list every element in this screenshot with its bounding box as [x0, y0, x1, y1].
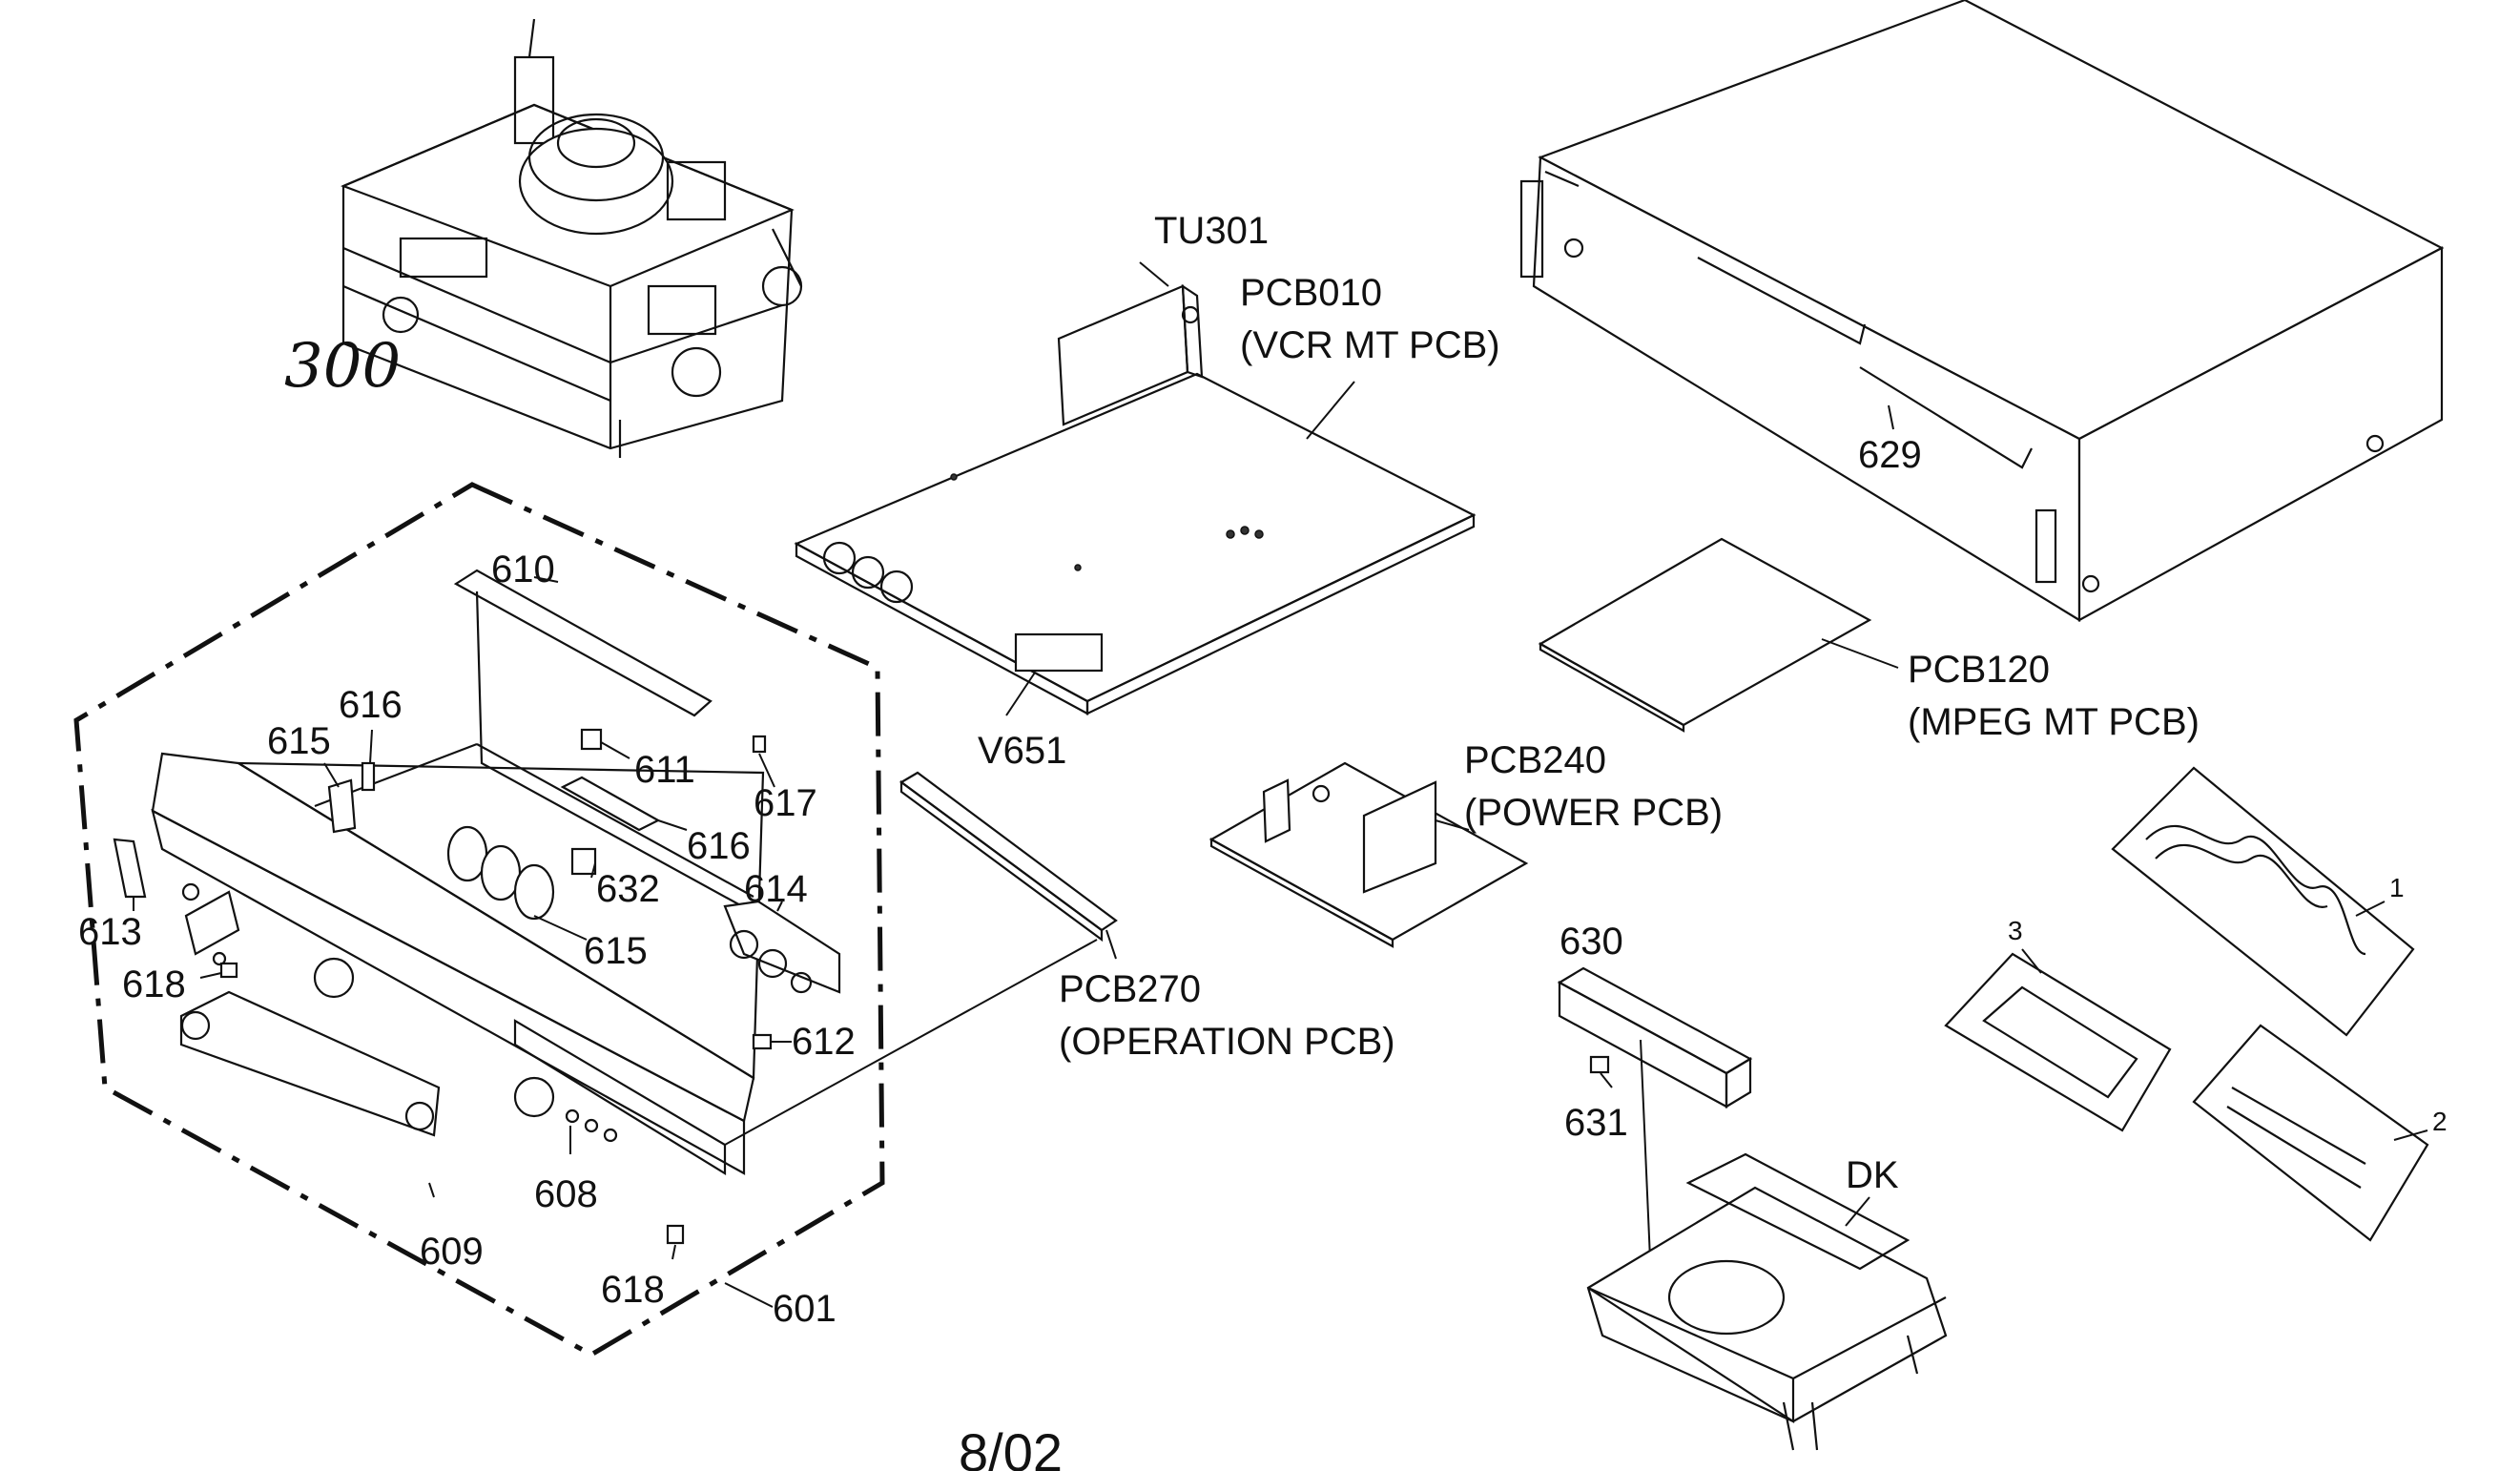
part-612 — [752, 1033, 773, 1050]
label-accessory-3: 3 — [2008, 916, 2023, 945]
part-617 — [752, 735, 767, 754]
label-618-bottom: 618 — [601, 1269, 665, 1311]
label-630: 630 — [1560, 921, 1623, 963]
part-613 — [113, 838, 147, 899]
label-pcb240: PCB240 — [1464, 739, 1606, 781]
label-610: 610 — [491, 549, 555, 590]
label-618-top: 618 — [122, 963, 186, 1005]
part-611 — [580, 728, 603, 751]
display-window-609 — [179, 990, 441, 1137]
buttons-615 — [446, 825, 555, 921]
part-632 — [570, 847, 597, 876]
vcr-mechanism-300 — [341, 18, 803, 458]
front-panel-601 — [151, 742, 765, 1175]
power-pcb-pcb240 — [1208, 761, 1529, 948]
label-v651: V651 — [978, 730, 1066, 772]
label-mpeg-mt-pcb: (MPEG MT PCB) — [1908, 701, 2200, 743]
part-618-top — [219, 962, 238, 979]
part-631 — [1589, 1055, 1610, 1074]
jack-board-614 — [723, 900, 841, 994]
label-pcb120: PCB120 — [1908, 649, 2050, 691]
label-pcb270: PCB270 — [1059, 968, 1201, 1010]
label-601: 601 — [773, 1288, 837, 1330]
date-stamp: 8/02 — [959, 1422, 1063, 1471]
label-611: 611 — [634, 749, 695, 791]
label-617: 617 — [754, 782, 817, 824]
dvd-tray-front-630 — [1557, 966, 1753, 1108]
operation-pcb-pcb270 — [899, 771, 1118, 943]
label-616-left: 616 — [339, 684, 403, 726]
part-616-left — [361, 761, 376, 792]
label-609: 609 — [420, 1231, 484, 1273]
label-612: 612 — [792, 1021, 856, 1063]
label-615-left: 615 — [267, 720, 331, 762]
vcr-main-pcb-pcb010 — [794, 372, 1477, 715]
front-panel-group-boundary — [73, 482, 885, 1357]
mpeg-main-pcb-pcb120 — [1538, 537, 1872, 733]
label-608: 608 — [534, 1173, 598, 1215]
label-631: 631 — [1564, 1102, 1628, 1144]
accessory-1-cable-bag — [2111, 766, 2415, 1037]
tuner-tu301 — [1057, 283, 1204, 426]
accessory-3-remote-bag — [1944, 952, 2172, 1132]
label-632: 632 — [596, 868, 660, 910]
label-vcr-mt-pcb: (VCR MT PCB) — [1240, 324, 1500, 366]
part-615-left — [327, 778, 357, 834]
label-pcb010: PCB010 — [1240, 272, 1382, 314]
label-tu301: TU301 — [1154, 210, 1269, 252]
label-613: 613 — [78, 911, 142, 953]
label-accessory-2: 2 — [2432, 1107, 2448, 1136]
label-614: 614 — [744, 868, 808, 910]
top-cabinet-629 — [1519, 0, 2445, 622]
label-616-right: 616 — [687, 825, 751, 867]
top-bracket-610 — [453, 569, 821, 950]
label-operation-pcb: (OPERATION PCB) — [1059, 1021, 1395, 1063]
accessory-2-manual-bag — [2192, 1024, 2429, 1242]
label-615-right: 615 — [584, 930, 648, 972]
label-300: 300 — [284, 331, 401, 402]
label-power-pcb: (POWER PCB) — [1464, 792, 1723, 834]
label-dk: DK — [1846, 1154, 1899, 1196]
dvd-loader-dk — [1586, 1152, 1948, 1451]
label-629: 629 — [1858, 434, 1922, 476]
label-accessory-1: 1 — [2389, 873, 2405, 902]
part-618-bottom — [666, 1224, 685, 1245]
